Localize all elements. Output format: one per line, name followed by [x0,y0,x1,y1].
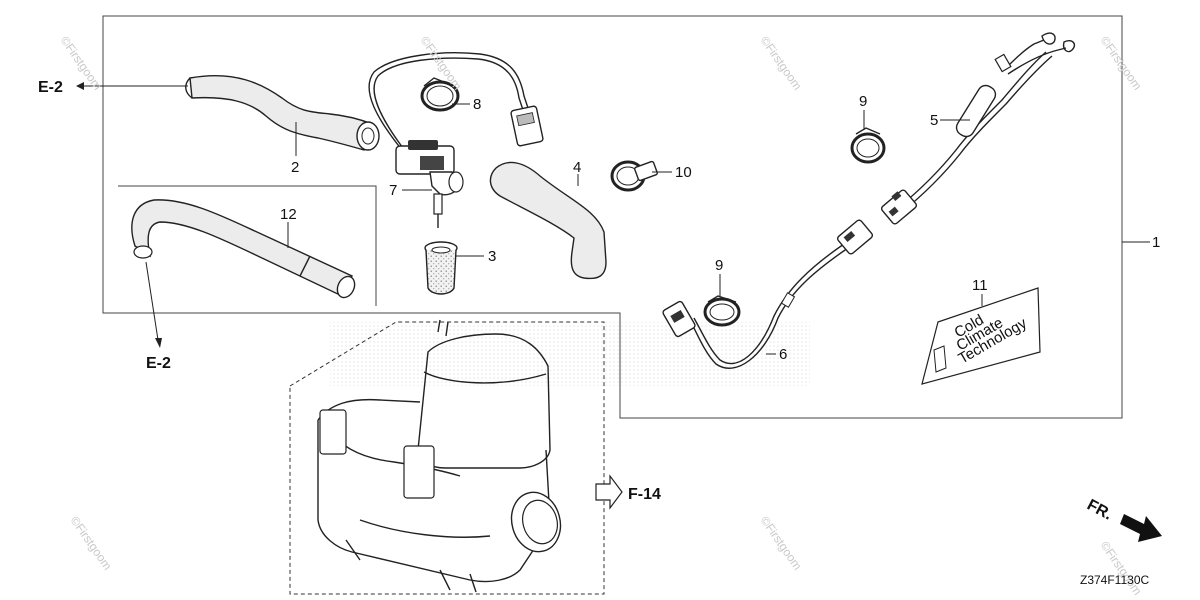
callouts: 1 2 3 4 5 6 7 8 9 9 10 11 12 [280,93,1160,363]
e2-bottom-label: E-2 [146,355,171,372]
watermark-text: ©Firstgoom [1098,539,1145,598]
callout-3: 3 [488,248,496,265]
f14-label: F-14 [628,486,661,503]
e2-top-label: E-2 [38,79,63,96]
watermark-text: ©Firstgoom [758,34,805,93]
diagram-code: Z374F1130C [1080,573,1149,587]
callout-5: 5 [930,112,938,129]
f14-ref: F-14 [595,474,661,510]
callout-8: 8 [473,96,481,113]
harness-6 [662,219,874,369]
fr-label: FR. [1084,497,1115,524]
callout-2: 2 [291,159,299,176]
brand-watermark [330,322,810,386]
sleeve-3 [424,241,458,295]
callout-9-upper: 9 [859,93,867,110]
watermark-text: ©Firstgoom [1098,34,1145,93]
kit-frame [102,15,1123,419]
air-box-assembly [289,319,605,595]
hose-2 [185,74,380,151]
clip-9-lower [703,295,741,327]
hose-4 [489,161,607,280]
clip-10 [610,160,658,192]
decal-11: Cold Climate Technology [921,287,1041,385]
watermark-text: ©Firstgoom [68,514,115,573]
front-direction-arrow: FR. [1084,497,1162,542]
clip-8 [420,77,460,112]
hose-12 [131,199,356,299]
callout-6: 6 [779,346,787,363]
harness-5 [880,32,1076,225]
watermark-text: ©Firstgoom [758,514,805,573]
callout-1: 1 [1152,234,1160,251]
callout-7: 7 [389,182,397,199]
leader-lines [287,103,1150,355]
sensor-harness-7 [368,52,544,228]
callout-9-lower: 9 [715,257,723,274]
callout-11: 11 [972,277,988,294]
callout-10: 10 [675,164,692,181]
hose12-frame [118,185,377,306]
callout-4: 4 [573,159,581,176]
e2-top-ref: E-2 [38,79,188,96]
e2-bottom-ref: E-2 [145,261,171,372]
callout-12: 12 [280,206,297,223]
watermark-text: ©Firstgoom [418,34,465,93]
clip-9-upper [850,127,886,164]
